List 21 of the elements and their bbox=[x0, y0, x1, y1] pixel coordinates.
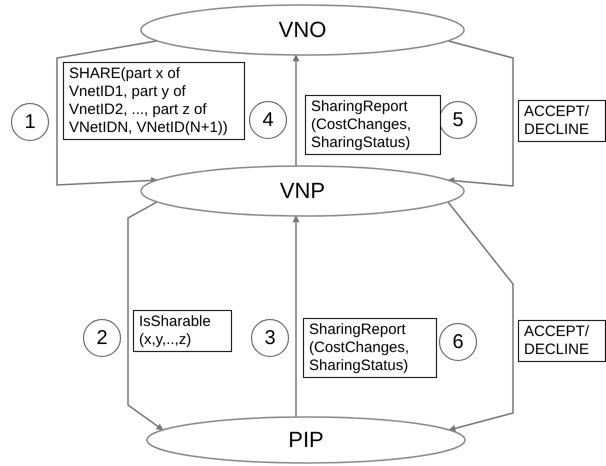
message-box: ACCEPT/ DECLINE bbox=[518, 320, 606, 362]
message-box: SharingReport (CostChanges, SharingStatus) bbox=[305, 95, 441, 155]
step-number-circle: 4 bbox=[249, 101, 287, 139]
arrow bbox=[292, 215, 300, 417]
ellipse-node: PIP bbox=[146, 416, 466, 464]
message-box: IsSharable (x,y,..,z) bbox=[133, 310, 232, 352]
message-box: ACCEPT/ DECLINE bbox=[518, 100, 606, 142]
ellipse-node: VNP bbox=[140, 165, 465, 217]
step-number-circle: 5 bbox=[439, 101, 477, 139]
arrow bbox=[447, 40, 514, 187]
arrow bbox=[56, 40, 158, 186]
arrow bbox=[127, 201, 164, 431]
step-number-circle: 2 bbox=[83, 319, 121, 357]
message-box: SharingReport (CostChanges, SharingStatus) bbox=[303, 318, 437, 378]
arrow bbox=[292, 54, 300, 166]
step-number-circle: 1 bbox=[11, 103, 49, 141]
message-box: SHARE(part x of VnetID1, part y of VnetID2, ..., part z of VNetIDN, VNetID(N+1)) bbox=[63, 62, 245, 140]
arrow bbox=[447, 201, 514, 432]
ellipse-node: VNO bbox=[140, 4, 465, 56]
step-number-circle: 3 bbox=[251, 319, 289, 357]
step-number-circle: 6 bbox=[439, 323, 477, 361]
